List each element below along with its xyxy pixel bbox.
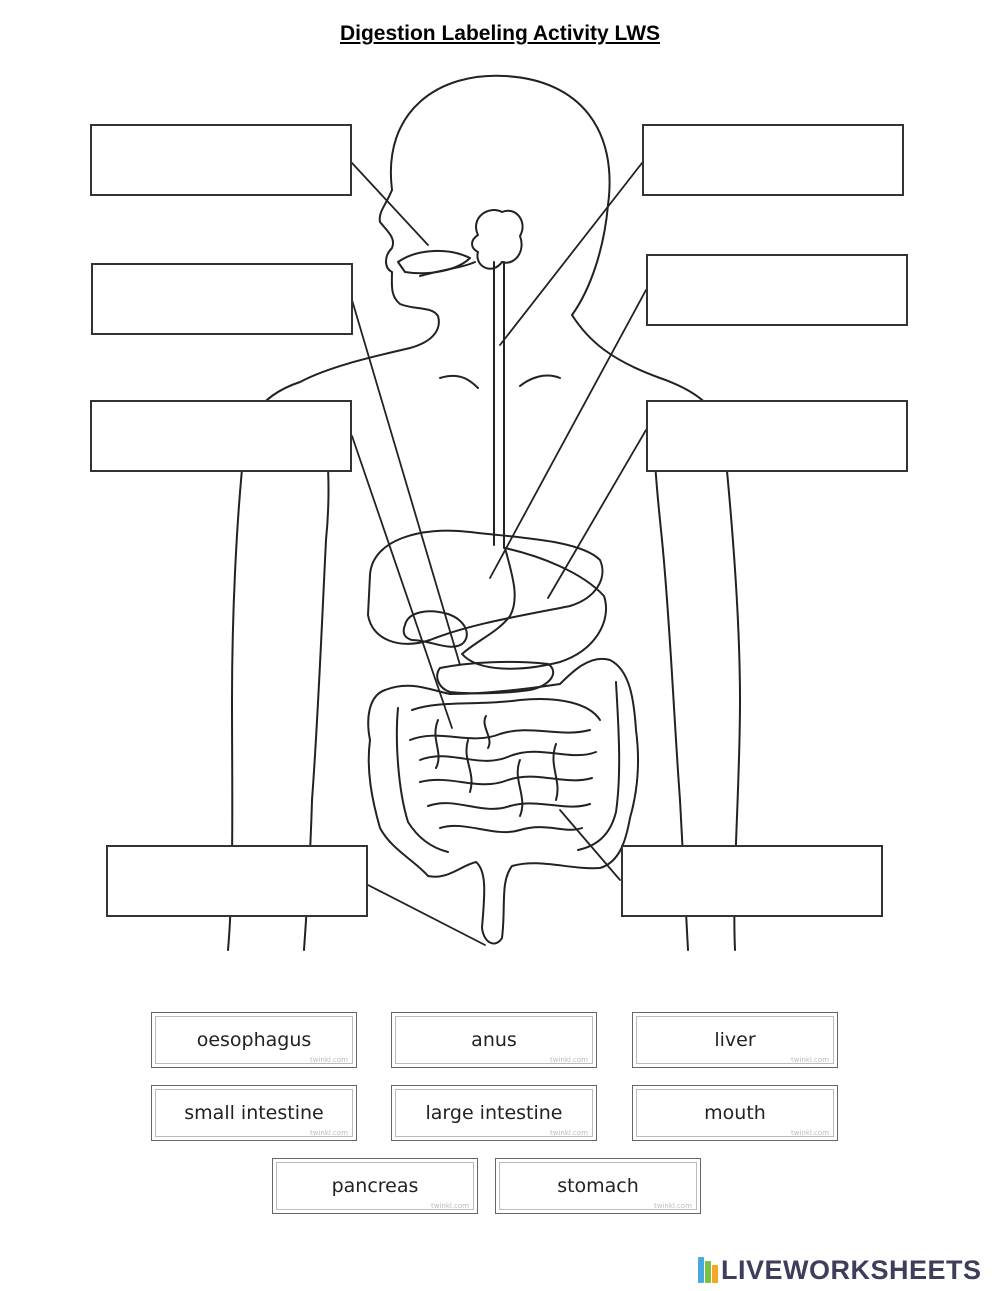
word-card-anus[interactable]: anus twinkl.com xyxy=(391,1012,597,1068)
word-card-large-intestine[interactable]: large intestine twinkl.com xyxy=(391,1085,597,1141)
word-card-label: stomach xyxy=(557,1175,639,1197)
stomach-organ xyxy=(461,547,607,670)
leader-lines xyxy=(351,162,647,946)
watermark: twinkl.com xyxy=(790,1056,829,1064)
watermark: twinkl.com xyxy=(549,1056,588,1064)
word-card-stomach[interactable]: stomach twinkl.com xyxy=(495,1158,701,1214)
word-card-label: anus xyxy=(471,1029,517,1051)
label-drop-box-7[interactable] xyxy=(106,845,368,917)
word-card-pancreas[interactable]: pancreas twinkl.com xyxy=(272,1158,478,1214)
label-drop-box-3[interactable] xyxy=(90,400,352,472)
word-card-label: oesophagus xyxy=(196,1029,312,1051)
watermark: twinkl.com xyxy=(653,1202,692,1210)
label-drop-box-1[interactable] xyxy=(90,124,352,196)
small-intestine-organ xyxy=(409,698,601,834)
watermark: twinkl.com xyxy=(309,1056,348,1064)
liveworksheets-logo-icon xyxy=(698,1257,718,1283)
watermark: twinkl.com xyxy=(790,1129,829,1137)
salivary-gland xyxy=(471,209,524,270)
watermark: twinkl.com xyxy=(309,1129,348,1137)
label-drop-box-5[interactable] xyxy=(646,254,908,326)
page-title: Digestion Labeling Activity LWS xyxy=(339,22,661,45)
watermark: twinkl.com xyxy=(549,1129,588,1137)
mouth-organ xyxy=(397,249,471,275)
head-outline xyxy=(389,74,611,316)
watermark: twinkl.com xyxy=(430,1202,469,1210)
word-card-label: liver xyxy=(714,1029,756,1051)
face-outline xyxy=(299,189,440,383)
logo-text: LIVEWORKSHEETS xyxy=(721,1254,982,1285)
pancreas-organ xyxy=(436,660,555,695)
word-card-label: large intestine xyxy=(425,1102,563,1124)
label-drop-box-2[interactable] xyxy=(91,263,353,335)
label-drop-box-8[interactable] xyxy=(621,845,883,917)
word-card-label: mouth xyxy=(704,1102,766,1124)
word-card-label: pancreas xyxy=(331,1175,419,1197)
label-drop-box-4[interactable] xyxy=(642,124,904,196)
word-card-small-intestine[interactable]: small intestine twinkl.com xyxy=(151,1085,357,1141)
label-drop-box-6[interactable] xyxy=(646,400,908,472)
oesophagus-organ xyxy=(493,261,505,549)
word-card-mouth[interactable]: mouth twinkl.com xyxy=(632,1085,838,1141)
liveworksheets-logo[interactable]: LIVEWORKSHEETS xyxy=(698,1255,982,1285)
word-card-oesophagus[interactable]: oesophagus twinkl.com xyxy=(151,1012,357,1068)
large-intestine-organ xyxy=(367,657,639,945)
word-card-liver[interactable]: liver twinkl.com xyxy=(632,1012,838,1068)
word-card-label: small intestine xyxy=(184,1102,324,1124)
torso-right xyxy=(571,314,741,951)
